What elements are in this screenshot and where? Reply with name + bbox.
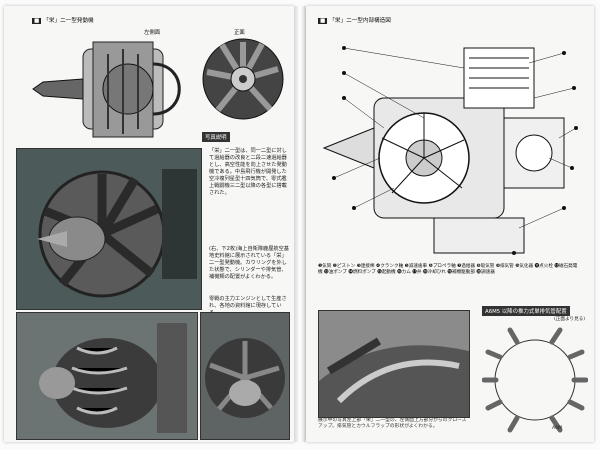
page-gutter	[294, 6, 306, 442]
header-marker: ■	[318, 18, 328, 24]
right-page: ■「栄」二一型内部構造図	[306, 6, 594, 442]
exhaust-diagram-corner: A6M	[552, 426, 563, 431]
cutaway-diagram	[314, 28, 590, 260]
exhaust-layout-diagram	[482, 327, 588, 433]
left-page-header: ■「栄」二一型発動機	[32, 18, 94, 24]
cowling-closeup-photo	[318, 310, 470, 418]
header-marker: ■	[32, 18, 42, 24]
right-page-header: ■「栄」二一型内部構造図	[318, 18, 391, 24]
left-page: ■「栄」二一型発動機 左側面 正面	[4, 6, 294, 442]
exhaust-diagram-note: (正面より見る)	[554, 317, 586, 322]
engine-photo-bottom-right	[200, 312, 290, 440]
engine-front-drawing	[202, 38, 284, 120]
exhaust-diagram-title: A6M5 以降の推力式単排気管配置	[482, 306, 570, 316]
engine-photo-bottom-left	[16, 312, 198, 440]
diagram-legend: ❶気筒 ❷ピストン ❸連接棒 ❹クランク軸 ❺減速歯車 ❻プロペラ軸 ❼過給器 …	[318, 264, 578, 275]
engine-side-drawing	[32, 41, 181, 138]
photo-caption-box: 写真説明	[202, 132, 230, 142]
view-left-label: 左側面	[144, 30, 161, 36]
engine-photo-main	[16, 148, 202, 310]
body-text-1: 「栄」二一型は、同一二型に対して過給器の改良と二段二速過給器とし、高空性能を向上…	[209, 148, 287, 196]
body-text-2: (右、下2枚)海上自衛隊鹿屋航空基地史料館に展示されている「栄」二一型発動機。カ…	[209, 246, 289, 280]
view-front-label: 正面	[234, 30, 245, 36]
cowling-photo-caption: 展示中の写真左上部「栄」二一型の、左側面上方部分からのクローズアップ。排気管とカ…	[318, 418, 467, 429]
